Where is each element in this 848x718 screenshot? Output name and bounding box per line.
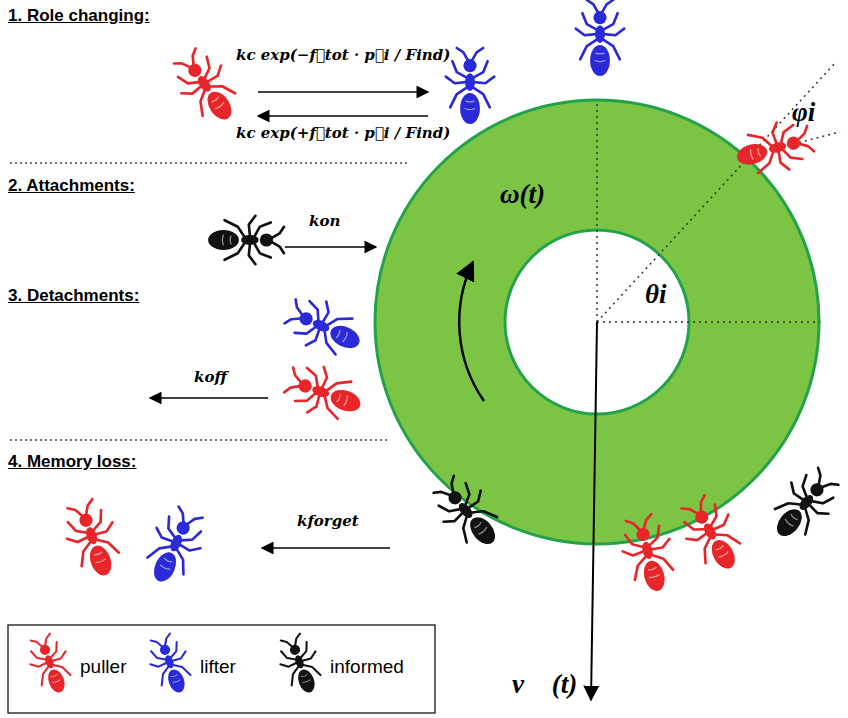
- rate-label: kon: [309, 212, 340, 230]
- angular-velocity-label: ω(t): [500, 178, 545, 210]
- guide-line: [597, 62, 836, 322]
- legend-frame: [8, 625, 435, 713]
- rate-arrow: [258, 91, 428, 93]
- legend-label: informed: [330, 656, 404, 679]
- legend-swatch: [143, 631, 198, 699]
- ant-figure: [672, 490, 752, 580]
- ant-figure: [446, 48, 494, 124]
- ant-figure: [425, 469, 511, 558]
- guide-line: [596, 100, 598, 322]
- ant-figure: [615, 511, 681, 597]
- separator: [10, 162, 410, 164]
- rate-arrow: [150, 397, 268, 399]
- rate-formula: kc exp(+f⃗tot · p⃗i / Find): [236, 124, 450, 142]
- rate-arrow: [262, 547, 390, 549]
- legend-label: lifter: [200, 656, 236, 679]
- rate-label: koff: [194, 368, 227, 386]
- section-title: 3. Detachments:: [8, 286, 139, 306]
- angle-label: θi: [645, 278, 667, 310]
- ant-figure: [165, 42, 248, 132]
- separator: [10, 439, 390, 441]
- velocity-label: v⃗ (t): [512, 668, 577, 700]
- ant-figure: [761, 461, 847, 550]
- rate-formula: kc exp(−f⃗tot · p⃗i / Find): [236, 46, 450, 64]
- ant-figure: [57, 495, 128, 583]
- rate-label: kforget: [297, 512, 359, 530]
- legend-swatch: [273, 631, 328, 699]
- legend-label: puller: [80, 656, 126, 679]
- rate-arrow: [285, 246, 376, 248]
- rotation-arrow: [459, 262, 484, 401]
- section-title: 2. Attachments:: [8, 176, 135, 196]
- ant-figure: [576, 0, 624, 76]
- ant-figure: [208, 216, 284, 264]
- rate-arrow: [258, 115, 428, 117]
- section-title: 1. Role changing:: [8, 6, 150, 26]
- velocity-arrow: [591, 322, 597, 700]
- ant-figure: [137, 502, 213, 591]
- section-title: 4. Memory loss:: [8, 452, 137, 472]
- legend-swatch: [23, 631, 78, 699]
- guide-line: [597, 321, 820, 323]
- ant-figure: [280, 289, 369, 365]
- angle-label: φi: [792, 96, 815, 128]
- ant-figure: [280, 357, 368, 428]
